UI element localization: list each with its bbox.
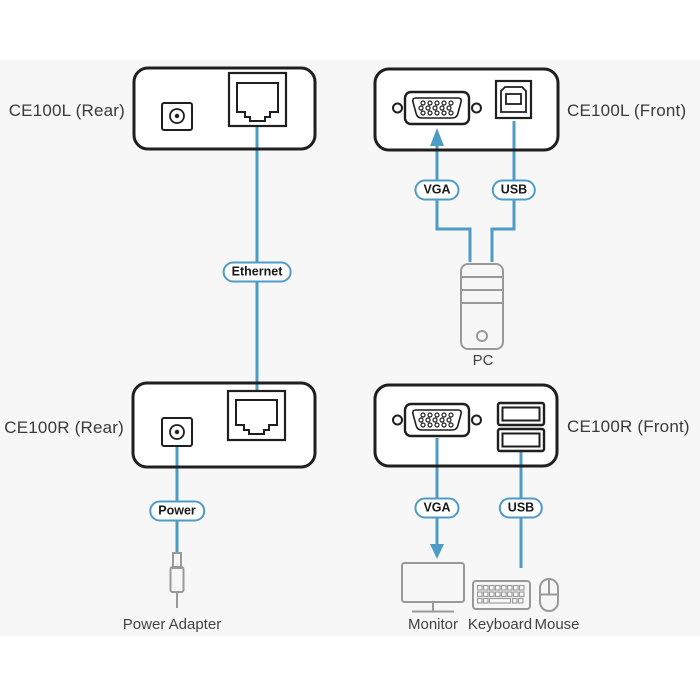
device-box-outlines [131, 66, 560, 469]
ce100r-front-box [373, 383, 559, 468]
ethernet-port-icon [227, 71, 288, 128]
ethernet-port-icon [226, 389, 287, 442]
vga-top-badge: VGA [414, 179, 460, 201]
vga-port-icon [391, 402, 483, 438]
vga-top-arrowhead [430, 128, 444, 146]
mouse-icon [539, 578, 559, 612]
ce100l-front-label: CE100L (Front) [567, 101, 687, 120]
usb-to-pc-line [490, 200, 516, 262]
ethernet-badge: Ethernet [222, 261, 292, 283]
ce100r-front-label: CE100R (Front) [567, 417, 690, 436]
diagram-background [0, 60, 700, 636]
vga-port-icon [391, 90, 483, 126]
power-jack-icon [161, 417, 193, 447]
vga-to-pc-line [435, 200, 472, 262]
usb-top-badge: USB [491, 179, 537, 201]
vga-bottom-badge: VGA [414, 497, 460, 519]
power-badge: Power [149, 500, 205, 522]
monitor-icon [401, 562, 465, 613]
pc-label: PC [472, 352, 494, 369]
power-adapter-label: Power Adapter [122, 616, 222, 633]
keyboard-icon [472, 580, 531, 610]
usb-bottom-badge: USB [498, 497, 544, 519]
power-jack-icon [161, 102, 193, 131]
ce100l-front-box [373, 67, 560, 152]
mouse-label: Mouse [534, 616, 580, 633]
device-box-fills [133, 68, 558, 467]
vga-bottom-arrowhead [430, 544, 444, 559]
ce100l-rear-box [132, 66, 317, 151]
ce100l-rear-label: CE100L (Rear) [8, 101, 125, 120]
ce100r-rear-label: CE100R (Rear) [4, 418, 124, 437]
ce100r-rear-box [131, 381, 317, 469]
power-adapter-icon [169, 552, 185, 608]
connector-lines [175, 121, 523, 568]
usb-a-ports-icon [496, 401, 546, 453]
usb-b-port-icon [494, 79, 533, 120]
pc-icon [460, 263, 504, 350]
keyboard-label: Keyboard [467, 616, 533, 633]
monitor-label: Monitor [407, 616, 459, 633]
